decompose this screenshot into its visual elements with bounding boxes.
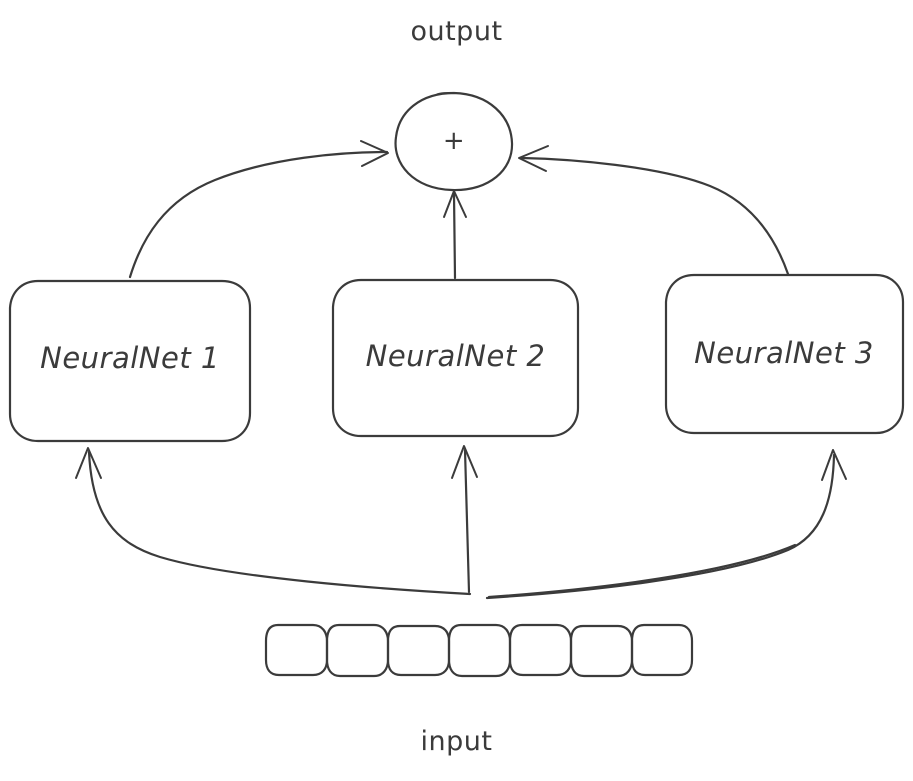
input-token[interactable] bbox=[630, 623, 694, 677]
input-token-row bbox=[264, 623, 694, 678]
sum-node-circle[interactable] bbox=[394, 91, 514, 192]
output-label: output bbox=[410, 16, 503, 47]
neuralnet-1-label: NeuralNet 1 bbox=[40, 341, 220, 375]
input-token[interactable] bbox=[508, 623, 573, 677]
neuralnet-3-box[interactable] bbox=[664, 273, 905, 435]
edge-nn1-to-sum bbox=[128, 140, 389, 279]
edge-input-to-nn3 bbox=[485, 449, 847, 600]
edge-nn2-to-sum bbox=[443, 190, 467, 280]
edge-input-to-nn1 bbox=[75, 447, 472, 596]
edge-nn3-to-sum bbox=[518, 145, 790, 276]
neuralnet-2-box[interactable] bbox=[331, 278, 580, 438]
input-token[interactable] bbox=[447, 623, 512, 678]
input-token[interactable] bbox=[386, 624, 451, 677]
input-token[interactable] bbox=[325, 623, 390, 678]
input-label: input bbox=[420, 726, 493, 757]
neuralnet-2-label: NeuralNet 2 bbox=[365, 339, 546, 373]
input-token[interactable] bbox=[264, 623, 329, 677]
neuralnet-3-label: NeuralNet 3 bbox=[694, 336, 874, 370]
edge-input-to-nn2 bbox=[451, 445, 478, 594]
neuralnet-1-box[interactable] bbox=[8, 279, 252, 443]
sum-node-symbol: + bbox=[442, 126, 466, 156]
input-token[interactable] bbox=[569, 624, 634, 678]
